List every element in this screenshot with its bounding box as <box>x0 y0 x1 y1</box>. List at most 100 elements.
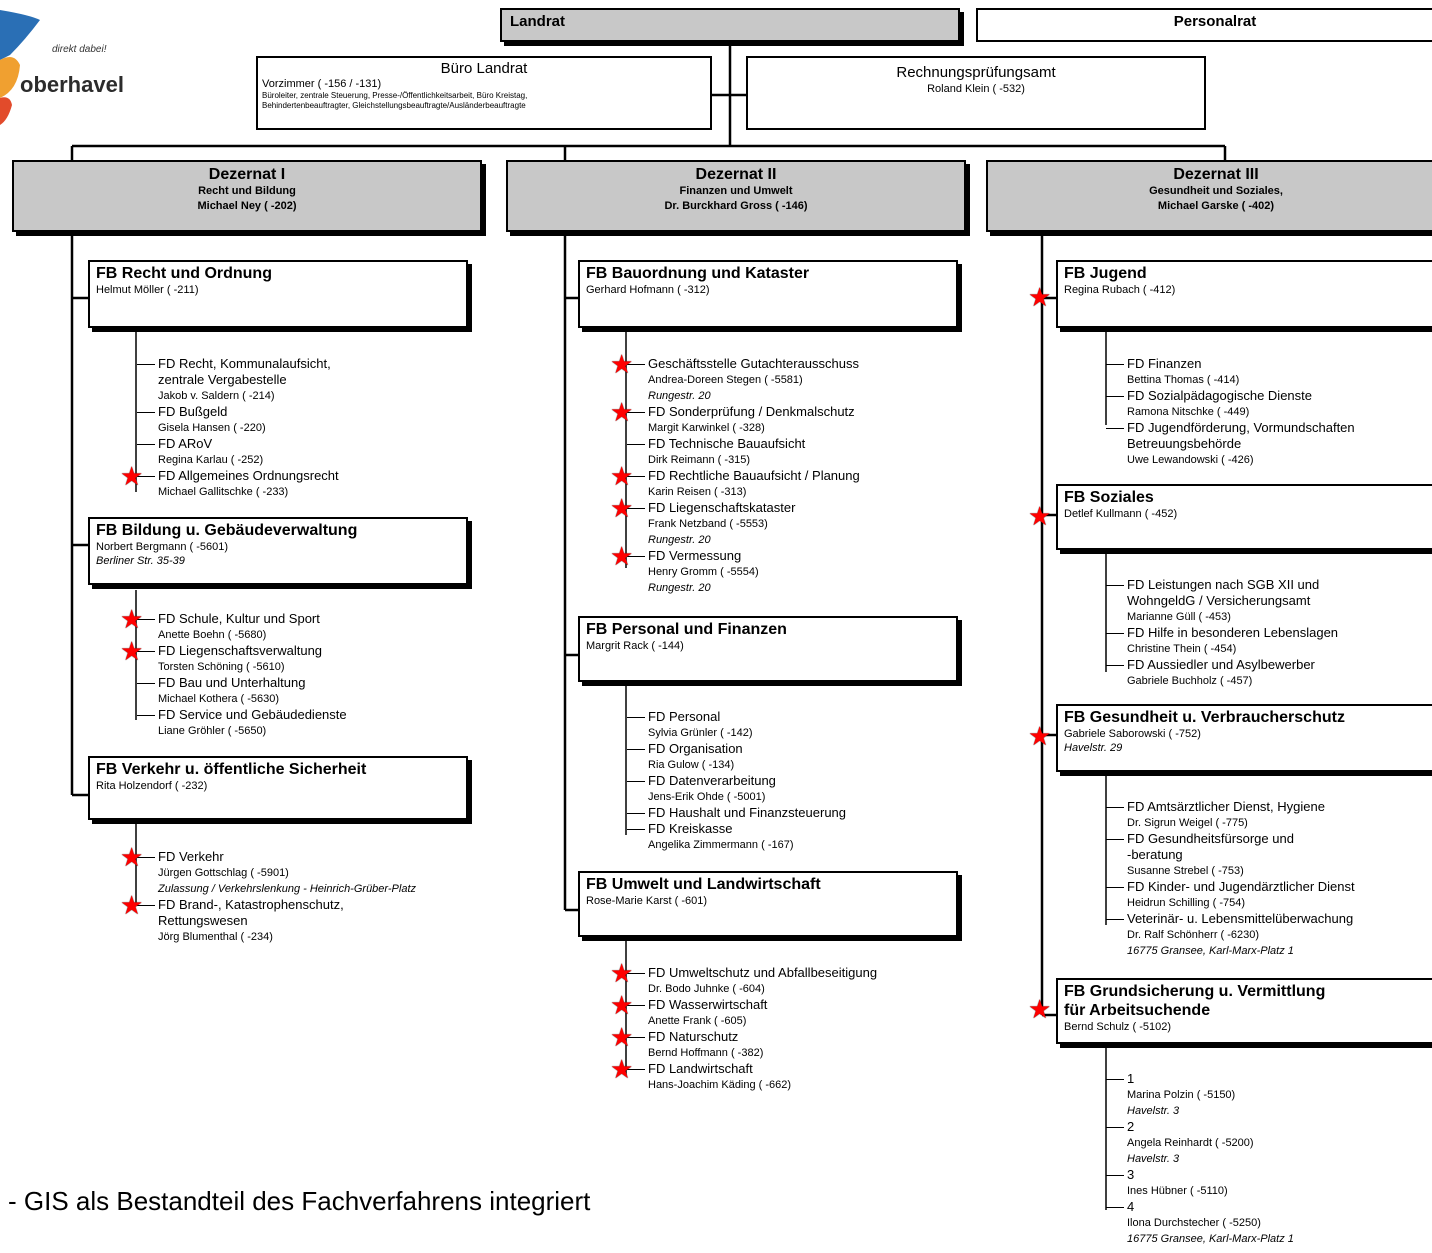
fd-head: Marina Polzin ( -5150) <box>1127 1089 1236 1101</box>
fd-address: Havelstr. 3 <box>1127 1153 1180 1165</box>
connector-tick <box>137 476 155 477</box>
fd-name: FD Amtsärztlicher Dienst, Hygiene <box>1127 799 1325 814</box>
fd-head: Uwe Lewandowski ( -426) <box>1127 454 1254 466</box>
connector-tick <box>1106 396 1124 397</box>
fb-recht-box: FB Recht und Ordnung Helmut Möller ( -21… <box>88 260 468 328</box>
fd-address: Rungestr. 20 <box>648 582 711 594</box>
fd-item: FD Recht, Kommunalaufsicht,zentrale Verg… <box>137 356 339 404</box>
fd-name: FD Naturschutz <box>648 1029 739 1044</box>
connector-tick <box>1106 633 1124 634</box>
rpa-title: Rechnungsprüfungsamt <box>896 64 1056 81</box>
fd-item: FD Haushalt und Finanzsteuerung <box>627 805 846 821</box>
fb-bildung-box: FB Bildung u. Gebäudeverwaltung Norbert … <box>88 517 468 585</box>
star-icon: ★ <box>610 541 634 571</box>
fd-head: Gisela Hansen ( -220) <box>158 422 266 434</box>
fd-head: Anette Boehn ( -5680) <box>158 629 267 641</box>
fd-name: FD Organisation <box>648 741 743 756</box>
dezernat-subtitle: Finanzen und Umwelt <box>679 185 793 197</box>
star-icon: ★ <box>1028 501 1052 531</box>
fd-name: FD Vermessung <box>648 548 742 563</box>
fb-title: FB Verkehr u. öffentliche Sicherheit <box>96 761 367 778</box>
fd-head: Jakob v. Saldern ( -214) <box>158 390 275 402</box>
fb-jugend-box: FB Jugend Regina Rubach ( -412) <box>1056 260 1432 328</box>
star-icon: ★ <box>610 493 634 523</box>
connector-tick <box>627 412 645 413</box>
buero-landrat-box: Büro Landrat Vorzimmer ( -156 / -131) Bü… <box>256 56 712 130</box>
star-icon: ★ <box>610 461 634 491</box>
fd-name: FD Hilfe in besonderen Lebenslagen <box>1127 625 1339 640</box>
personalrat-box: Personalrat <box>976 8 1432 42</box>
fb-soziales-box: FB Soziales Detlef Kullmann ( -452) <box>1056 484 1432 550</box>
fd-name-line2: -beratung <box>1127 847 1183 862</box>
connector-tick <box>1106 1127 1124 1128</box>
fd-name: FD Umweltschutz und Abfallbeseitigung <box>648 965 878 980</box>
fb-title: FB Bauordnung und Kataster <box>586 265 810 282</box>
footnote: - GIS als Bestandteil des Fachverfahrens… <box>8 1186 591 1216</box>
fd-head: Ilona Durchstecher ( -5250) <box>1127 1217 1261 1229</box>
fd-address: Zulassung / Verkehrslenkung - Heinrich-G… <box>158 883 417 895</box>
star-icon: ★ <box>610 397 634 427</box>
fd-name: FD Kinder- und Jugendärztlicher Dienst <box>1127 879 1355 894</box>
fd-name: 2 <box>1127 1119 1135 1134</box>
fd-name-line2: WohngeldG / Versicherungsamt <box>1127 593 1311 608</box>
connector-tick <box>627 444 645 445</box>
fd-head: Ria Gulow ( -134) <box>648 759 735 771</box>
logo-mark <box>0 10 40 125</box>
fb-title: FB Bildung u. Gebäudeverwaltung <box>96 522 358 539</box>
star-icon: ★ <box>610 1022 634 1052</box>
fd-head: Dr. Bodo Juhnke ( -604) <box>648 983 765 995</box>
fd-head: Bernd Hoffmann ( -382) <box>648 1047 764 1059</box>
fd-name: FD Rechtliche Bauaufsicht / Planung <box>648 468 860 483</box>
dezernat-title: Dezernat I <box>208 166 286 183</box>
connector-tick <box>627 813 645 814</box>
fd-head: Marianne Güll ( -453) <box>1127 611 1231 623</box>
fd-name: FD Liegenschaftsverwaltung <box>158 643 323 658</box>
star-icon: ★ <box>1028 994 1052 1024</box>
landrat-title: Landrat <box>510 13 566 30</box>
star-icon: ★ <box>120 842 144 872</box>
dezernat-head: Dr. Burckhard Gross ( -146) <box>664 200 808 212</box>
fd-head: Hans-Joachim Käding ( -662) <box>648 1079 792 1091</box>
fb-verkehr-box: FB Verkehr u. öffentliche Sicherheit Rit… <box>88 756 468 820</box>
fd-head: Frank Netzband ( -5553) <box>648 518 768 530</box>
fd-name: FD Allgemeines Ordnungsrecht <box>158 468 339 483</box>
fd-head: Liane Gröhler ( -5650) <box>158 725 267 737</box>
landrat-box: Landrat <box>500 8 960 42</box>
connector-tick <box>1106 665 1124 666</box>
fd-name: FD Datenverarbeitung <box>648 773 776 788</box>
fd-name: FD Verkehr <box>158 849 224 864</box>
fd-head: Dr. Sigrun Weigel ( -775) <box>1127 817 1248 829</box>
connector-tick <box>1106 1175 1124 1176</box>
fd-name-line2: zentrale Vergabestelle <box>158 372 287 387</box>
fd-name: FD Sozialpädagogische Dienste <box>1127 388 1312 403</box>
fb-address: Havelstr. 29 <box>1064 742 1123 754</box>
fd-head: Ines Hübner ( -5110) <box>1127 1185 1228 1197</box>
star-icon: ★ <box>120 636 144 666</box>
fb-head: Regina Rubach ( -412) <box>1064 284 1176 296</box>
fd-name: FD Schule, Kultur und Sport <box>158 611 320 626</box>
logo-tagline: direkt dabei! <box>52 44 107 55</box>
fb-grundsicherung-box: FB Grundsicherung u. Vermittlung für Arb… <box>1056 978 1432 1044</box>
connector-tick <box>627 1005 645 1006</box>
fd-name: FD Kreiskasse <box>648 821 733 836</box>
fd-head: Angela Reinhardt ( -5200) <box>1127 1137 1254 1149</box>
star-icon: ★ <box>610 958 634 988</box>
connector-tick <box>137 905 155 906</box>
fb-title: FB Soziales <box>1064 489 1154 506</box>
fd-name: FD Recht, Kommunalaufsicht, <box>158 356 331 371</box>
fd-head: Jens-Erik Ohde ( -5001) <box>648 791 766 803</box>
